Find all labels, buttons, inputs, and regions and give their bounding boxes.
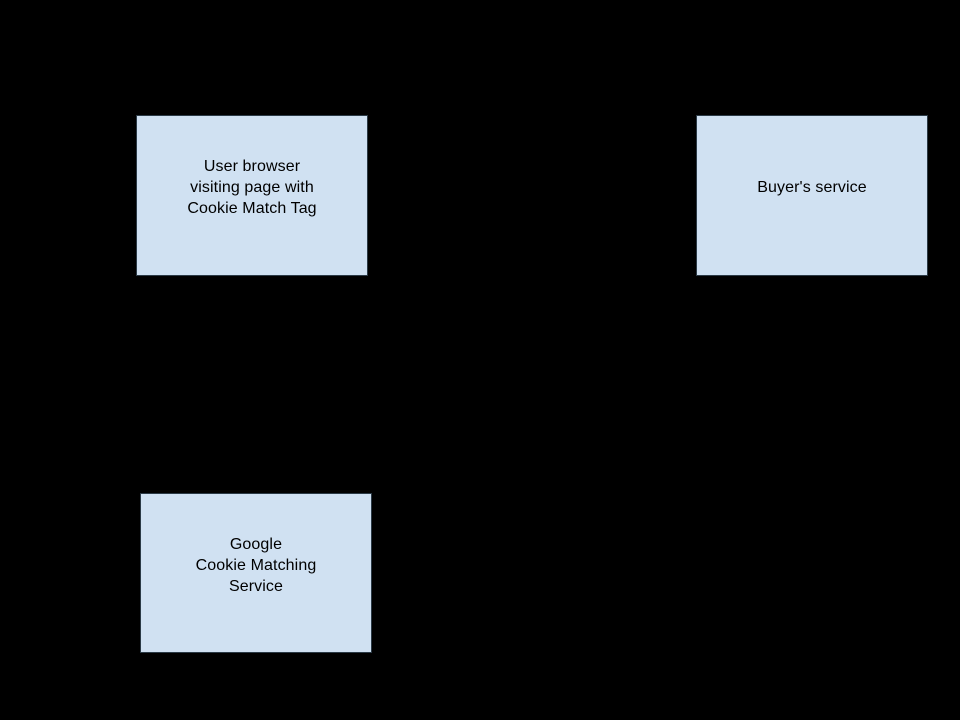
- connector-user-browser-to-google-cookie-matching: [255, 276, 256, 493]
- node-user-browser-label: User browser visiting page with Cookie M…: [187, 158, 317, 217]
- node-buyers-service-label: Buyer's service: [757, 179, 867, 196]
- node-buyers-service[interactable]: Buyer's service: [696, 115, 928, 276]
- node-user-browser[interactable]: User browser visiting page with Cookie M…: [136, 115, 368, 276]
- connector-user-browser-to-buyers-service: [368, 195, 696, 196]
- node-google-cookie-matching-label: Google Cookie Matching Service: [195, 535, 317, 595]
- node-google-cookie-matching[interactable]: Google Cookie Matching Service: [140, 493, 372, 653]
